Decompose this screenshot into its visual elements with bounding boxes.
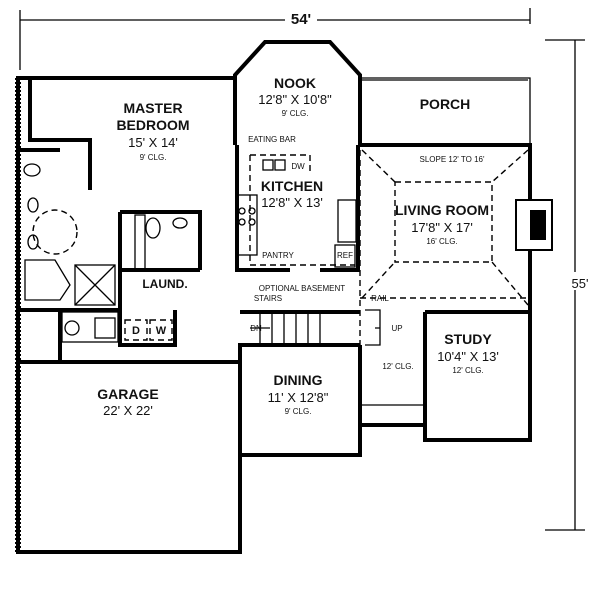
svg-text:9' CLG.: 9' CLG. xyxy=(282,109,309,118)
depth-dimension: 55' xyxy=(572,276,589,291)
svg-text:12'8" X 13': 12'8" X 13' xyxy=(261,195,323,210)
room-master-bedroom: MASTER BEDROOM 15' X 14' 9' CLG. xyxy=(116,100,189,162)
svg-text:BEDROOM: BEDROOM xyxy=(116,117,189,133)
svg-text:UP: UP xyxy=(391,324,402,333)
svg-text:SLOPE 12' TO 16': SLOPE 12' TO 16' xyxy=(419,155,484,164)
room-nook: NOOK 12'8" X 10'8" 9' CLG. xyxy=(258,75,332,118)
svg-text:STUDY: STUDY xyxy=(444,331,492,347)
room-garage: GARAGE 22' X 22' xyxy=(97,386,158,418)
room-porch: PORCH xyxy=(420,96,471,112)
svg-text:17'8" X 17': 17'8" X 17' xyxy=(411,220,473,235)
stairs: OPTIONAL BASEMENT STAIRS RAIL DN UP xyxy=(250,284,402,333)
svg-text:STAIRS: STAIRS xyxy=(254,294,282,303)
svg-text:MASTER: MASTER xyxy=(123,100,182,116)
svg-text:12' CLG.: 12' CLG. xyxy=(452,366,483,375)
svg-text:D: D xyxy=(132,325,140,337)
svg-text:12'8" X 10'8": 12'8" X 10'8" xyxy=(258,92,332,107)
room-laundry: LAUND. D W xyxy=(132,277,188,337)
svg-text:EATING BAR: EATING BAR xyxy=(248,135,296,144)
svg-text:PANTRY: PANTRY xyxy=(262,251,294,260)
svg-text:16' CLG.: 16' CLG. xyxy=(426,237,457,246)
svg-text:LIVING ROOM: LIVING ROOM xyxy=(395,202,489,218)
interior-walls xyxy=(20,78,530,455)
svg-text:LAUND.: LAUND. xyxy=(142,277,187,291)
width-dimension: 54' xyxy=(291,11,311,28)
svg-text:RAIL: RAIL xyxy=(371,294,389,303)
room-kitchen: EATING BAR DW KITCHEN 12'8" X 13' PANTRY… xyxy=(248,135,353,260)
exterior-walls xyxy=(15,40,553,554)
svg-text:KITCHEN: KITCHEN xyxy=(261,178,323,194)
room-living: SLOPE 12' TO 16' LIVING ROOM 17'8" X 17'… xyxy=(395,155,489,246)
svg-text:15' X 14': 15' X 14' xyxy=(128,135,178,150)
svg-text:9' CLG.: 9' CLG. xyxy=(140,153,167,162)
foyer-ceiling: 12' CLG. xyxy=(382,362,413,371)
svg-text:DW: DW xyxy=(291,162,305,171)
svg-text:REF: REF xyxy=(337,251,353,260)
svg-text:DN: DN xyxy=(250,324,262,333)
svg-text:10'4" X 13': 10'4" X 13' xyxy=(437,349,499,364)
svg-text:11' X 12'8": 11' X 12'8" xyxy=(268,390,329,405)
room-study: STUDY 10'4" X 13' 12' CLG. xyxy=(437,331,499,375)
svg-text:NOOK: NOOK xyxy=(274,75,316,91)
svg-text:GARAGE: GARAGE xyxy=(97,386,158,402)
svg-text:22' X 22': 22' X 22' xyxy=(103,403,153,418)
svg-text:9' CLG.: 9' CLG. xyxy=(285,407,312,416)
svg-text:W: W xyxy=(156,325,167,337)
room-dining: DINING 11' X 12'8" 9' CLG. xyxy=(268,372,329,416)
svg-text:OPTIONAL BASEMENT: OPTIONAL BASEMENT xyxy=(259,284,346,293)
fixtures xyxy=(23,149,529,450)
svg-text:DINING: DINING xyxy=(274,372,323,388)
